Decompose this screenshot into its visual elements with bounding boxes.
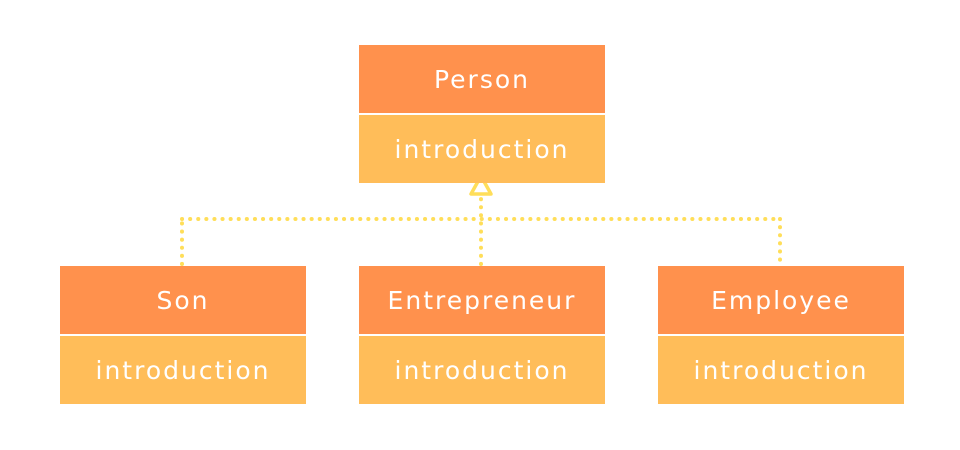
class-method-son: introduction bbox=[60, 336, 306, 404]
inheritance-arrowhead bbox=[469, 174, 493, 196]
class-name-employee: Employee bbox=[658, 266, 904, 336]
class-box-person: Person introduction bbox=[359, 45, 605, 183]
class-box-son: Son introduction bbox=[60, 266, 306, 404]
class-method-person: introduction bbox=[359, 115, 605, 183]
class-name-son: Son bbox=[60, 266, 306, 336]
class-name-person: Person bbox=[359, 45, 605, 115]
class-method-entrepreneur: introduction bbox=[359, 336, 605, 404]
class-box-entrepreneur: Entrepreneur introduction bbox=[359, 266, 605, 404]
class-box-employee: Employee introduction bbox=[658, 266, 904, 404]
class-name-entrepreneur: Entrepreneur bbox=[359, 266, 605, 336]
class-method-employee: introduction bbox=[658, 336, 904, 404]
